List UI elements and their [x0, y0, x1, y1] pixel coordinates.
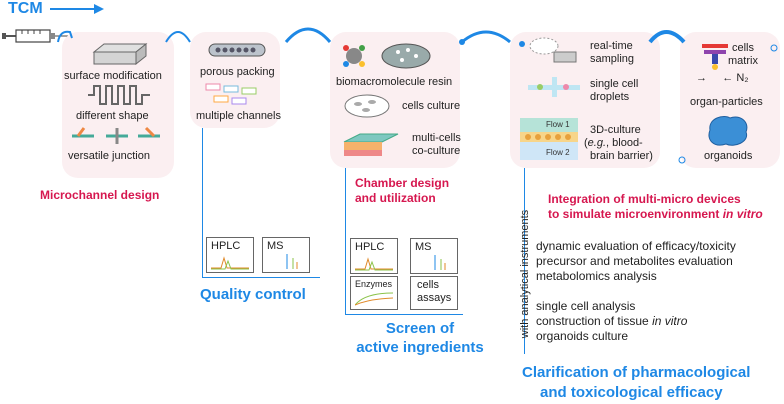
packing-item-porous: porous packing: [200, 66, 275, 78]
culture-line2: (e.g., blood-: [584, 137, 643, 149]
chamber-item-cells: cells culture: [402, 100, 461, 112]
screen-ms-box: MS: [410, 238, 458, 274]
quality-connector-horizontal: [202, 277, 320, 278]
screen-enzymes-box: Enzymes: [350, 276, 398, 310]
tcm-arrow-icon: [50, 4, 104, 14]
screen-assays-label: assays: [417, 292, 452, 304]
barrier-culture-icon: [520, 118, 578, 160]
screen-enzymes-label: Enzymes: [355, 279, 393, 289]
packing-item-channels: multiple channels: [196, 110, 281, 122]
screen-cells-box: cells assays: [410, 276, 458, 310]
ms-peaks-icon: [286, 254, 298, 269]
evaluation-line3: metabolomics analysis: [536, 269, 657, 283]
resin-icon: [343, 43, 431, 69]
evaluation-line6: organoids culture: [536, 329, 629, 343]
microchannel-title: Microchannel design: [40, 188, 160, 202]
flow1-label: Flow 1: [546, 120, 570, 129]
screen-hplc-box: HPLC: [350, 238, 398, 274]
integration-line1: Integration of multi-micro devices: [548, 192, 741, 206]
evaluation-line4: single cell analysis: [536, 299, 636, 313]
hplc-peaks-icon: [211, 256, 249, 270]
organ-n2-label: → ← N₂: [696, 72, 749, 84]
chamber-item-resin: biomacromolecule resin: [336, 76, 453, 88]
evaluation-line5: construction of tissue in vitro: [536, 314, 688, 328]
flow2-label: Flow 2: [546, 148, 570, 157]
droplet-line1: single cell: [590, 78, 639, 90]
evaluation-connector-vertical: [524, 168, 525, 354]
design-item-shape: different shape: [76, 110, 149, 122]
panel-connector-arcs: [57, 27, 686, 47]
screen-connector-horizontal: [345, 314, 463, 315]
screen-ms-label: MS: [415, 241, 432, 253]
organ-cells-icon: [702, 44, 728, 70]
quality-ms-label: MS: [267, 240, 284, 252]
screen-hplc-peaks-icon: [355, 257, 393, 271]
quality-title: Quality control: [200, 286, 306, 303]
screen-ms-peaks-icon: [434, 255, 446, 270]
porous-packing-icon: [208, 43, 266, 57]
enzyme-curves-icon: [355, 292, 393, 306]
droplet-icon: [528, 77, 580, 97]
culture-line3: brain barrier): [590, 150, 653, 162]
screen-hplc-label: HPLC: [355, 241, 385, 253]
culture-line1: 3D-culture: [590, 124, 641, 136]
screen-cells-label: cells: [417, 279, 440, 291]
screen-title-line1: Screen of: [385, 320, 455, 337]
quality-ms-box: MS: [262, 237, 310, 273]
quality-hplc-box: HPLC: [206, 237, 254, 273]
clarification-line1: Clarification of pharmacological: [522, 364, 751, 381]
clarification-line2: and toxicological efficacy: [540, 384, 723, 401]
design-item-surface: surface modification: [64, 70, 162, 82]
evaluation-line1: dynamic evaluation of efficacy/toxicity: [536, 239, 736, 253]
organ-matrix-label: matrix: [728, 55, 758, 67]
design-item-junction: versatile junction: [68, 150, 150, 162]
syringe-icon: [2, 29, 68, 43]
organ-cells-label: cells: [732, 42, 755, 54]
chamber-title-line1: Chamber design: [355, 176, 450, 190]
multi-channel-icon: [205, 83, 257, 105]
integration-line2: to simulate microenvironment in vitro: [548, 207, 763, 221]
organoid-icon: [708, 116, 748, 146]
junction-icons: [72, 126, 160, 144]
chamber-title-line2: and utilization: [355, 191, 436, 205]
cells-culture-icon: [344, 94, 390, 118]
channel-block-icon: [92, 42, 148, 66]
vertical-label: with analytical instruments: [519, 209, 531, 339]
sampling-line2: sampling: [590, 53, 635, 65]
co-culture-icon: [343, 133, 399, 156]
sampling-icon: [529, 37, 577, 63]
sampling-line1: real-time: [590, 40, 633, 52]
organoids-label: organoids: [704, 150, 753, 162]
droplet-line2: droplets: [590, 91, 630, 103]
tcm-label: TCM: [8, 0, 43, 17]
screen-connector-vertical: [345, 168, 346, 314]
evaluation-line2: precursor and metabolites evaluation: [536, 254, 733, 268]
organ-particles-label: organ-particles: [690, 96, 763, 108]
quality-hplc-label: HPLC: [211, 240, 241, 252]
organ-panel-dots: [678, 44, 778, 164]
serpentine-channel-icon: [88, 85, 150, 105]
chamber-item-coculture: co-culture: [412, 145, 461, 157]
chamber-item-multicells: multi-cells: [412, 132, 461, 144]
quality-connector-vertical: [202, 128, 203, 278]
screen-title-line2: active ingredients: [356, 339, 484, 356]
